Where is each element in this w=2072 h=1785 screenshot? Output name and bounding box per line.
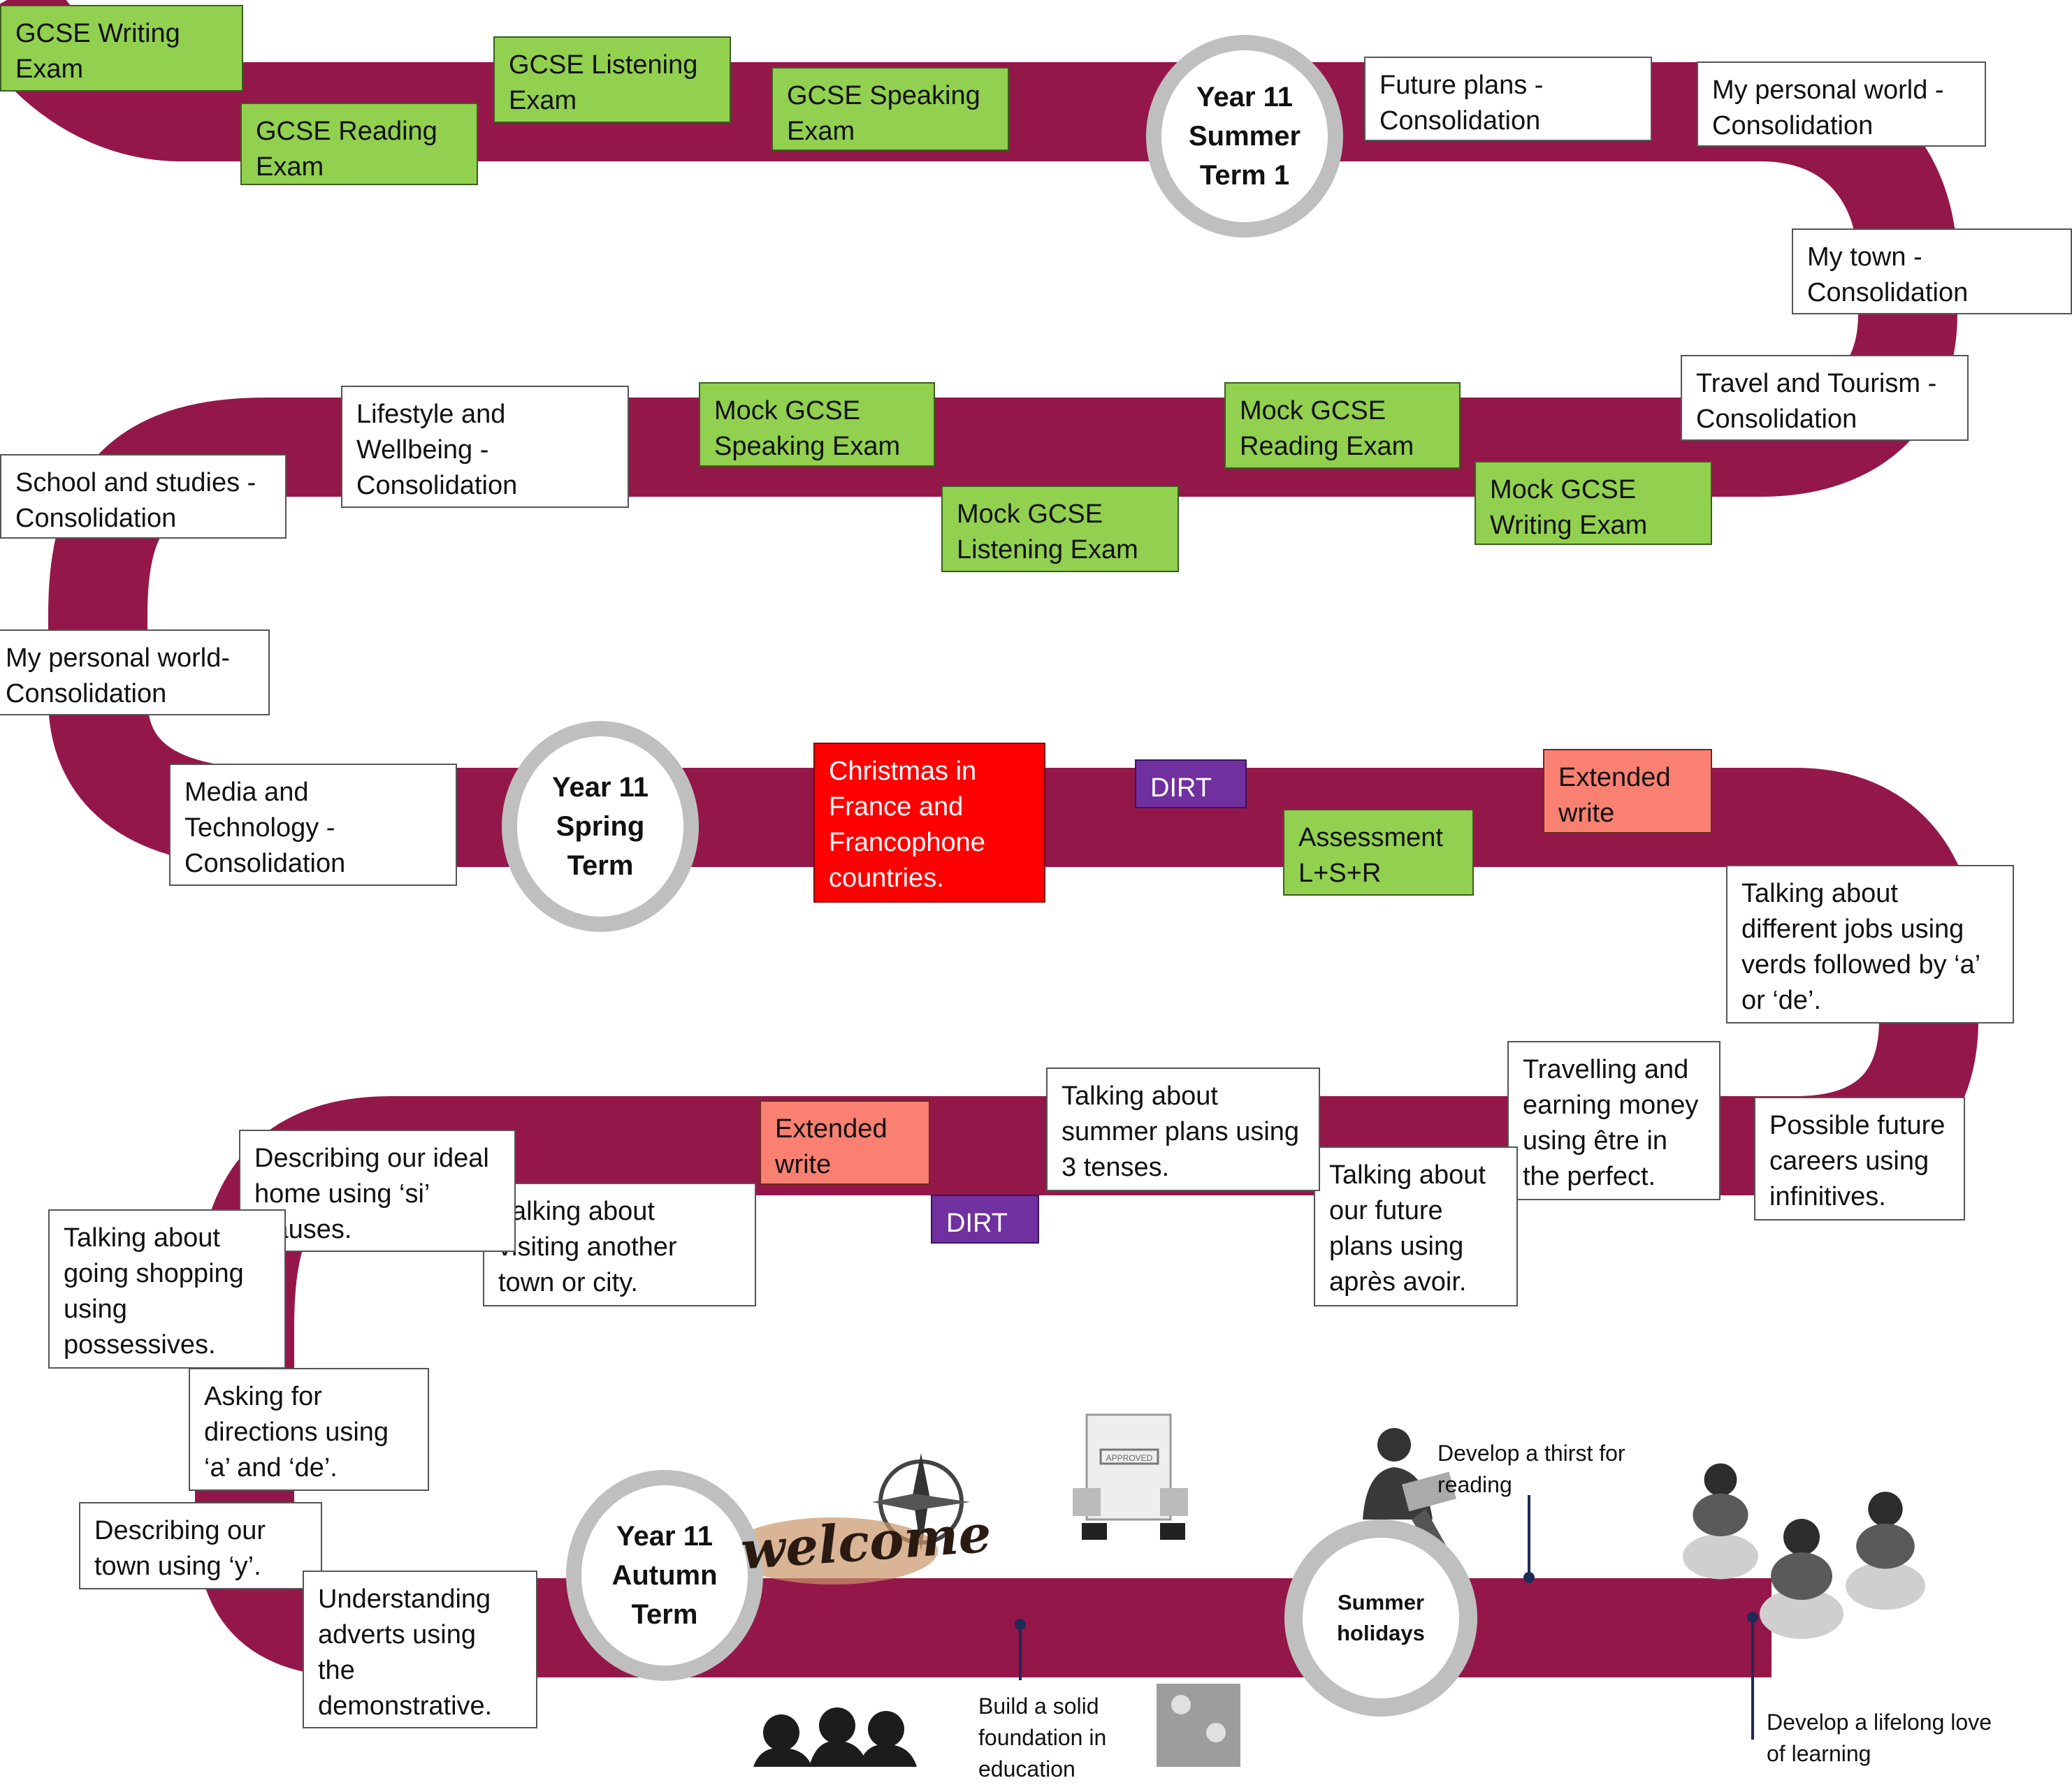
topic-box-gcse-speaking-exam: GCSE Speaking Exam xyxy=(771,67,1009,151)
walker-head-icon xyxy=(1783,1519,1820,1555)
summer-holidays-circle: Summer holidays xyxy=(1284,1520,1477,1717)
year11-summer-term1-circle: Year 11 Summer Term 1 xyxy=(1146,35,1343,238)
student-body-icon xyxy=(809,1740,868,1767)
topic-box-mock-listening: Mock GCSE Listening Exam xyxy=(941,486,1179,572)
topic-box-mock-writing: Mock GCSE Writing Exam xyxy=(1475,461,1712,545)
compass-needle-ew xyxy=(872,1494,970,1510)
topic-box-mock-reading: Mock GCSE Reading Exam xyxy=(1224,382,1461,469)
topic-box-summer-plans: Talking about summer plans using 3 tense… xyxy=(1046,1068,1320,1191)
approved-stamp-text: APPROVED xyxy=(1106,1453,1153,1463)
student-head-icon xyxy=(763,1714,799,1751)
topic-box-dirt-autumn: DIRT xyxy=(931,1195,1039,1244)
topic-box-assessment: Assessment L+S+R xyxy=(1283,809,1474,896)
topic-box-travel-tourism: Travel and Tourism - Consolidation xyxy=(1681,355,1969,441)
lifelong-marker-dot xyxy=(1747,1612,1758,1623)
topic-box-my-personal-world-left: My personal world- Consolidation xyxy=(0,629,270,715)
puzzle-knob-icon xyxy=(1171,1695,1191,1714)
year11-spring-term-circle: Year 11 Spring Term xyxy=(502,721,699,932)
walker-shadow-icon xyxy=(1846,1561,1925,1610)
student-body-icon xyxy=(858,1744,917,1767)
student-head-icon xyxy=(868,1711,904,1747)
topic-box-dirt-spring: DIRT xyxy=(1135,759,1247,808)
walker-head-icon xyxy=(1704,1463,1737,1496)
foundation-marker-dot xyxy=(1015,1619,1026,1630)
topic-box-mock-speaking: Mock GCSE Speaking Exam xyxy=(699,382,935,467)
topic-box-my-town: My town - Consolidation xyxy=(1792,228,2072,314)
topic-box-gcse-reading-exam: GCSE Reading Exam xyxy=(240,103,478,185)
topic-box-asking-directions: Asking for directions using ‘a’ and ‘de’… xyxy=(189,1368,429,1491)
walker-head-icon xyxy=(1868,1492,1903,1527)
topic-box-school-studies: School and studies - Consolidation xyxy=(0,454,287,539)
student-head-icon xyxy=(819,1707,855,1744)
left-cuff-icon xyxy=(1082,1523,1107,1540)
topic-box-different-jobs: Talking about different jobs using verds… xyxy=(1726,865,2014,1023)
topic-box-understanding-adverts: Understanding adverts using the demonstr… xyxy=(303,1571,537,1728)
note-thirst-for-reading: Develop a thirst for reading xyxy=(1437,1441,1625,1497)
topic-box-my-personal-world-top: My personal world - Consolidation xyxy=(1697,61,1986,147)
walker-body-icon xyxy=(1693,1493,1748,1536)
topic-box-visiting-town: Talking about visiting another town or c… xyxy=(483,1183,756,1306)
note-lifelong-learning: Develop a lifelong love of learning xyxy=(1767,1710,1992,1766)
topic-box-going-shopping: Talking about going shopping using posse… xyxy=(48,1209,286,1369)
walker-shadow-icon xyxy=(1683,1533,1758,1580)
topic-box-extended-write-autumn: Extended write xyxy=(760,1100,930,1185)
welcome-splash xyxy=(728,1517,938,1584)
puzzle-pieces-icon xyxy=(1157,1684,1240,1767)
right-cuff-icon xyxy=(1160,1523,1185,1540)
year11-autumn-term-circle: Year 11 Autumn Term xyxy=(566,1470,763,1681)
topic-box-future-careers: Possible future careers using infinitive… xyxy=(1754,1097,1965,1221)
student-body-icon xyxy=(753,1747,812,1767)
topic-box-lifestyle-wellbeing: Lifestyle and Wellbeing - Consolidation xyxy=(341,386,629,508)
walker-body-icon xyxy=(1771,1552,1832,1600)
topic-box-travelling-earning: Travelling and earning money using être … xyxy=(1507,1041,1720,1200)
approved-stamp-mark xyxy=(1099,1448,1159,1465)
puzzle-knob-icon xyxy=(1206,1723,1226,1742)
topic-box-future-plans: Future plans - Consolidation xyxy=(1364,57,1652,141)
note-foundation: Build a solid foundation in education xyxy=(978,1693,1107,1782)
topic-box-future-plans-apres: Talking about our future plans using apr… xyxy=(1314,1146,1518,1306)
topic-box-media-technology: Media and Technology - Consolidation xyxy=(169,764,457,886)
topic-box-extended-write-spring: Extended write xyxy=(1543,749,1712,833)
topic-box-describing-town: Describing our town using ‘y’. xyxy=(79,1502,322,1589)
reader-book-icon xyxy=(1402,1471,1456,1512)
right-hand-icon xyxy=(1160,1488,1188,1516)
topic-box-gcse-listening-exam: GCSE Listening Exam xyxy=(493,36,731,123)
walker-body-icon xyxy=(1856,1523,1915,1569)
topic-box-gcse-writing-exam: GCSE Writing Exam xyxy=(0,5,243,92)
left-hand-icon xyxy=(1073,1488,1101,1516)
reader-head-icon xyxy=(1377,1428,1411,1462)
thirst-marker-dot xyxy=(1523,1572,1535,1583)
walker-shadow-icon xyxy=(1760,1589,1843,1639)
topic-box-christmas: Christmas in France and Francophone coun… xyxy=(813,743,1045,903)
